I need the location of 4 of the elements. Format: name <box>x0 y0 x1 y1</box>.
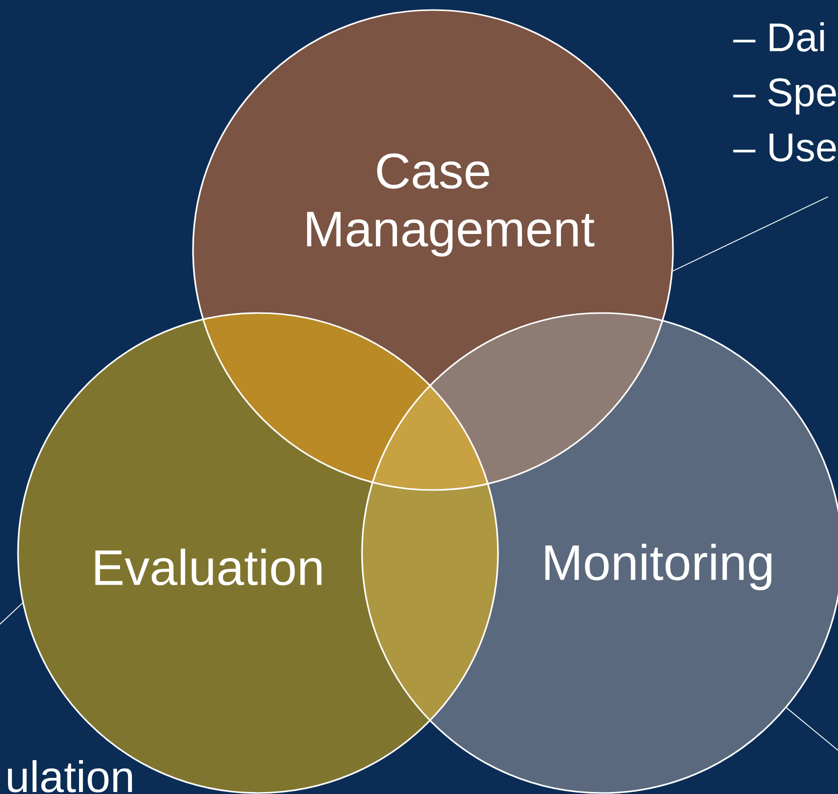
leader-line <box>786 707 838 752</box>
leader-line <box>0 602 23 626</box>
bullet-list: – Dai – Spe – Use <box>733 22 836 162</box>
leader-line <box>672 196 828 272</box>
